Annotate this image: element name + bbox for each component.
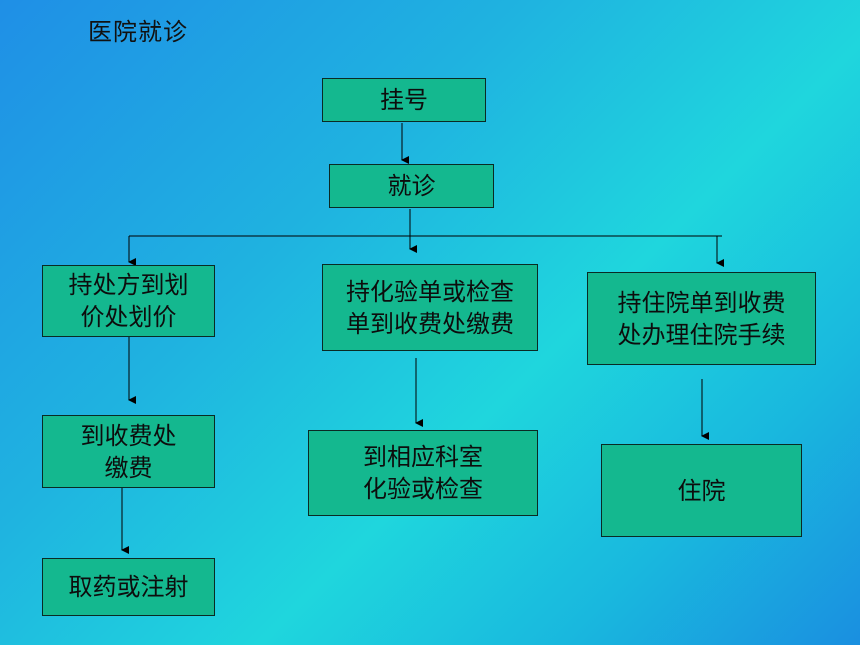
get-medicine-label: 取药或注射 (68, 573, 189, 601)
hospitalize-box: 住院 (601, 444, 802, 537)
hospitalize-label: 住院 (677, 476, 726, 505)
admission-order-box: 持住院单到收费 处办理住院手续 (587, 272, 816, 365)
pay-fee-box: 到收费处 缴费 (42, 415, 215, 488)
lab-room-box: 到相应科室 化验或检查 (308, 430, 538, 516)
consult-box: 就诊 (329, 164, 494, 208)
admission-order-label: 持住院单到收费 处办理住院手续 (617, 288, 786, 349)
get-medicine-box: 取药或注射 (42, 558, 215, 616)
slide-title: 医院就诊 (88, 18, 188, 46)
lab-room-label: 到相应科室 化验或检查 (363, 443, 483, 503)
lab-order-box: 持化验单或检查 单到收费处缴费 (322, 264, 538, 351)
register-label: 挂号 (380, 86, 428, 114)
prescription-label: 持处方到划 价处划价 (68, 271, 189, 331)
consult-label: 就诊 (387, 172, 436, 200)
pay-fee-label: 到收费处 缴费 (80, 421, 177, 482)
prescription-box: 持处方到划 价处划价 (42, 265, 215, 337)
register-box: 挂号 (322, 78, 486, 122)
lab-order-label: 持化验单或检查 单到收费处缴费 (346, 277, 514, 338)
